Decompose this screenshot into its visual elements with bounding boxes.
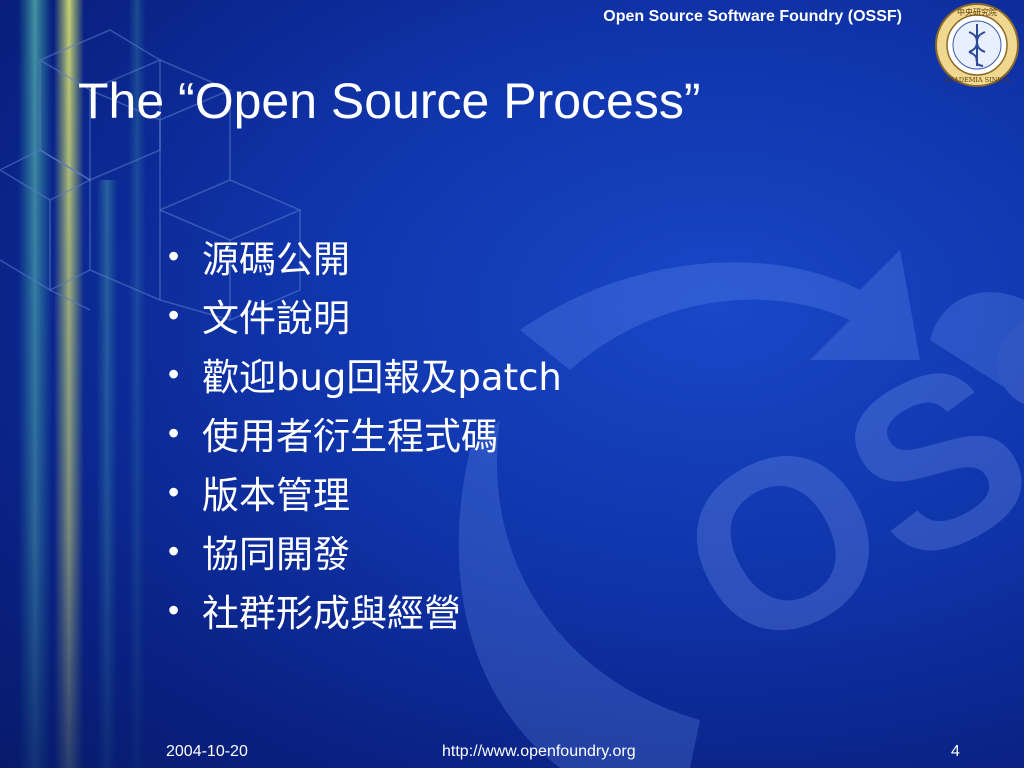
bullet-icon: • <box>168 414 180 451</box>
academia-sinica-seal-icon: 中央研究院 ACADEMIA SINICA <box>935 3 1019 87</box>
footer-date: 2004-10-20 <box>166 743 248 760</box>
list-item: • 使用者衍生程式碼 <box>168 403 562 462</box>
bullet-icon: • <box>168 473 180 510</box>
glow-lines <box>18 0 146 768</box>
bullet-icon: • <box>168 532 180 569</box>
bullet-text: 協同開發 <box>202 532 350 576</box>
bullet-text: 使用者衍生程式碼 <box>202 414 498 458</box>
bullet-text: 社群形成與經營 <box>202 591 461 635</box>
bullet-icon: • <box>168 355 180 392</box>
svg-text:ACADEMIA SINICA: ACADEMIA SINICA <box>943 76 1010 84</box>
slide-title: The “Open Source Process” <box>78 73 701 129</box>
bullet-icon: • <box>168 591 180 628</box>
bullet-text: 版本管理 <box>202 473 350 517</box>
svg-text:中央研究院: 中央研究院 <box>957 7 997 17</box>
list-item: • 版本管理 <box>168 462 562 521</box>
list-item: • 歡迎bug回報及patch <box>168 344 562 403</box>
bullet-text: 源碼公開 <box>202 237 350 281</box>
list-item: • 協同開發 <box>168 521 562 580</box>
bullet-list: • 源碼公開 • 文件說明 • 歡迎bug回報及patch • 使用者衍生程式碼… <box>168 226 562 639</box>
header-organization: Open Source Software Foundry (OSSF) <box>603 8 902 25</box>
list-item: • 社群形成與經營 <box>168 580 562 639</box>
bullet-text: 歡迎bug回報及patch <box>202 355 562 399</box>
page-number: 4 <box>951 743 960 760</box>
svg-text:OSSF: OSSF <box>638 162 1024 705</box>
bullet-icon: • <box>168 296 180 333</box>
list-item: • 源碼公開 <box>168 226 562 285</box>
bullet-icon: • <box>168 237 180 274</box>
list-item: • 文件說明 <box>168 285 562 344</box>
footer-url[interactable]: http://www.openfoundry.org <box>442 743 636 760</box>
bullet-text: 文件說明 <box>202 296 350 340</box>
wireframe-cubes <box>0 29 302 322</box>
